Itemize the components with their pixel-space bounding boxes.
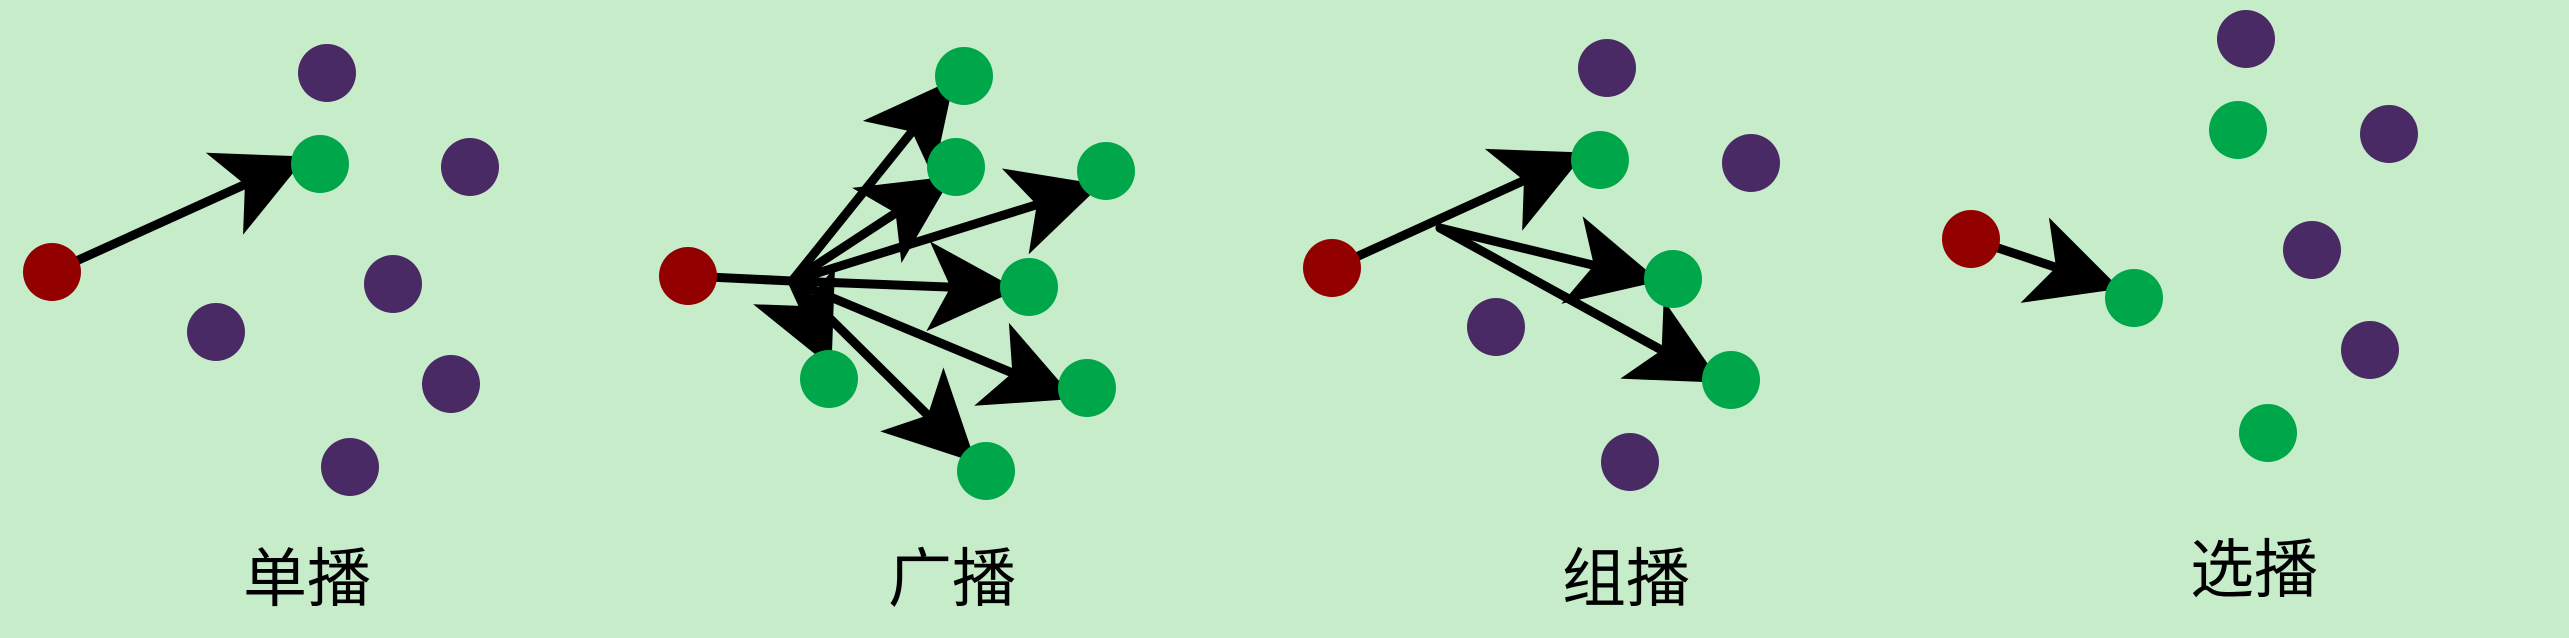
- receiver-node: [927, 138, 985, 196]
- sender-node: [1303, 239, 1361, 297]
- broadcast-arrow: [787, 276, 1075, 406]
- receiver-node: [800, 350, 858, 408]
- receiver-node: [2209, 101, 2267, 159]
- other-node: [298, 44, 356, 102]
- other-node: [364, 255, 422, 313]
- multicast-arrow: [1435, 216, 1660, 304]
- other-node: [2283, 221, 2341, 279]
- label-unicast: 单播: [243, 543, 371, 617]
- panel-unicast: 单播: [23, 44, 499, 617]
- other-node: [1578, 39, 1636, 97]
- receiver-node: [935, 47, 993, 105]
- receiver-node: [1571, 131, 1629, 189]
- other-node: [321, 438, 379, 496]
- other-node: [2217, 10, 2275, 68]
- unicast-arrow: [47, 152, 307, 277]
- broadcast-arrow: [787, 168, 1102, 286]
- sender-node: [1942, 210, 2000, 268]
- other-node: [2341, 321, 2399, 379]
- sender-node: [23, 243, 81, 301]
- label-multicast: 组播: [1562, 543, 1690, 617]
- receiver-node: [2239, 404, 2297, 462]
- sender-node: [659, 247, 717, 305]
- other-node: [1467, 298, 1525, 356]
- receiver-node: [2105, 269, 2163, 327]
- receiver-node: [1644, 250, 1702, 308]
- other-node: [1722, 134, 1780, 192]
- receiver-node: [1000, 258, 1058, 316]
- other-node: [441, 138, 499, 196]
- receiver-node: [957, 442, 1015, 500]
- other-node: [187, 303, 245, 361]
- other-node: [1601, 433, 1659, 491]
- label-broadcast: 广播: [888, 543, 1016, 617]
- broadcast-arrow: [753, 266, 835, 368]
- multicast-arrow: [1327, 148, 1586, 273]
- other-node: [2360, 105, 2418, 163]
- other-node: [422, 355, 480, 413]
- panel-anycast: 选播: [1942, 10, 2418, 608]
- label-anycast: 选播: [2190, 534, 2318, 608]
- receiver-node: [1077, 142, 1135, 200]
- receiver-node: [1702, 351, 1760, 409]
- broadcast-arrow: [787, 241, 1018, 332]
- receiver-node: [1058, 359, 1116, 417]
- panel-multicast: 组播: [1303, 39, 1780, 617]
- receiver-node: [291, 135, 349, 193]
- broadcast-arrow: [787, 176, 953, 286]
- panel-broadcast: 广播: [659, 47, 1135, 617]
- multicast-arrow: [1435, 223, 1721, 383]
